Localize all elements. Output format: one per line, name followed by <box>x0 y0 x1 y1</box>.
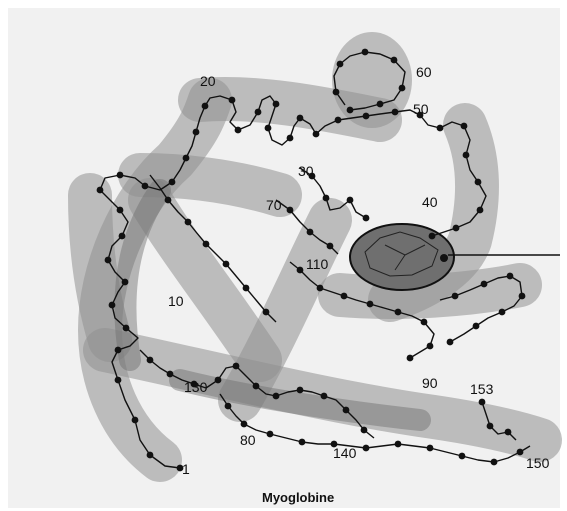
residue-label-150: 150 <box>526 455 550 471</box>
residue-label-60: 60 <box>416 64 432 80</box>
residue-label-110: 110 <box>306 256 329 272</box>
residue-label-1: 1 <box>182 461 190 477</box>
residue-label-153: 153 <box>470 381 494 397</box>
heme-iron-dot <box>440 254 448 262</box>
residue-label-140: 140 <box>333 445 357 461</box>
residue-label-50: 50 <box>413 101 429 117</box>
top-loop-band <box>332 32 412 128</box>
helix-band-i <box>90 195 110 340</box>
residue-label-90: 90 <box>422 375 438 391</box>
figure-caption: Myoglobine <box>262 490 334 505</box>
residue-label-130: 130 <box>184 379 208 395</box>
residue-label-70: 70 <box>266 197 282 213</box>
residue-label-20: 20 <box>200 73 216 89</box>
residue-label-40: 40 <box>422 194 438 210</box>
residue-label-80: 80 <box>240 432 256 448</box>
residue-label-30: 30 <box>298 163 314 179</box>
residue-label-10: 10 <box>168 293 184 309</box>
